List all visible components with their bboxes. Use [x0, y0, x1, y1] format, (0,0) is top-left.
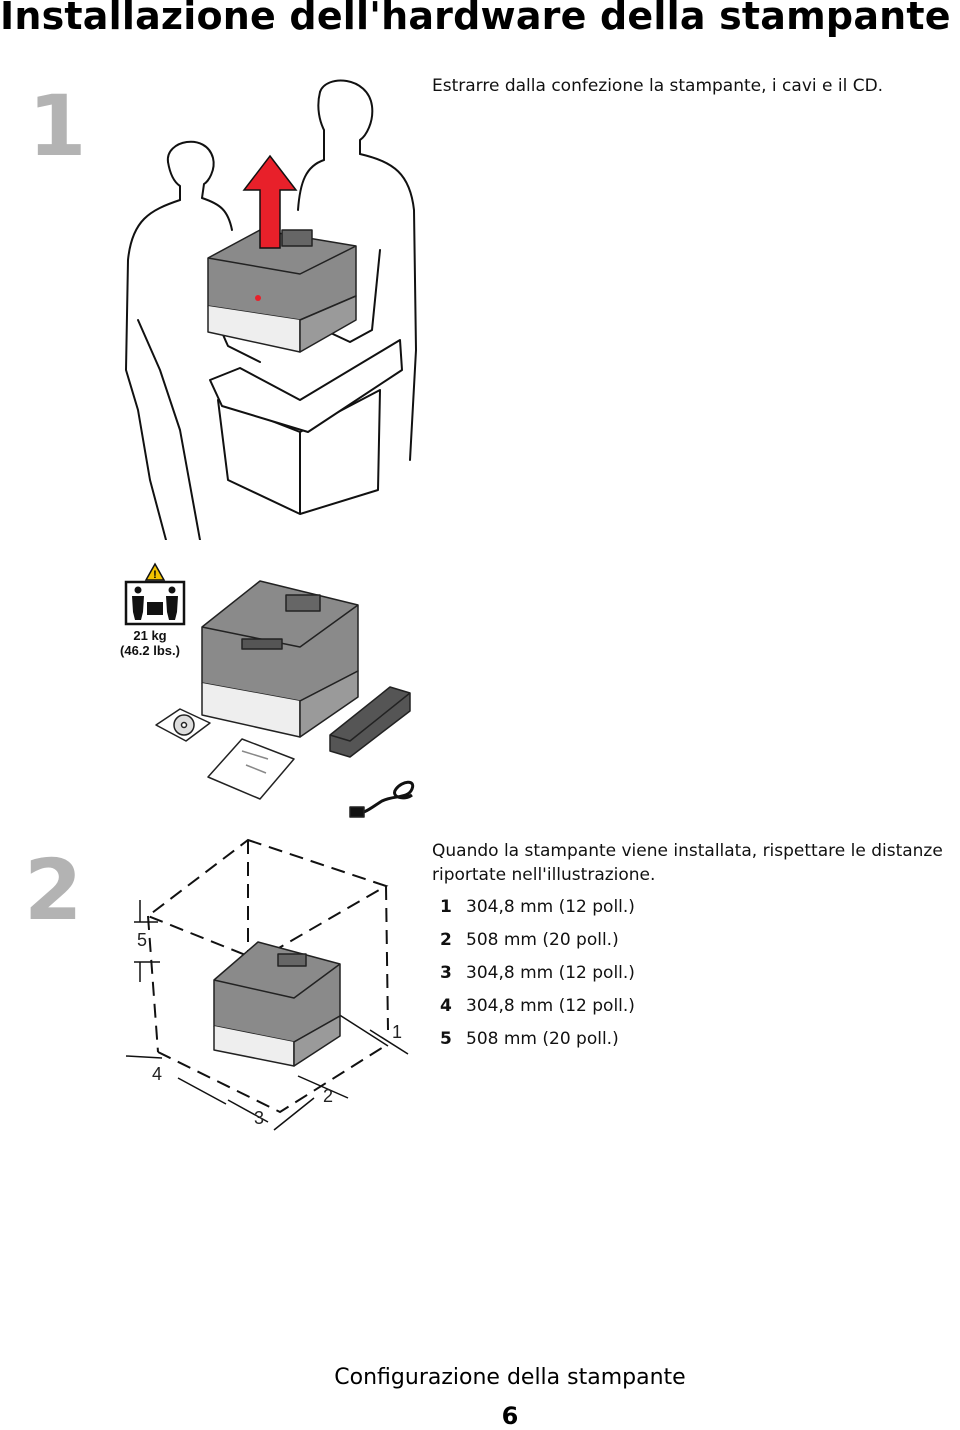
- clearance-value: 304,8 mm (12 poll.): [466, 996, 635, 1016]
- clearance-value: 304,8 mm (12 poll.): [466, 897, 635, 917]
- step-2-instruction-line1: Quando la stampante viene installata, ri…: [432, 841, 943, 861]
- weight-lbs: (46.2 lbs.): [120, 643, 180, 658]
- clearance-number: 4: [440, 996, 452, 1016]
- svg-text:!: !: [153, 569, 157, 581]
- step-2-instruction-line2: riportate nell'illustrazione.: [432, 865, 656, 885]
- clearance-value: 304,8 mm (12 poll.): [466, 963, 635, 983]
- lift-arrow-icon: [242, 154, 298, 249]
- unboxing-illustration: [125, 79, 417, 540]
- clearance-value: 508 mm (20 poll.): [466, 1029, 619, 1049]
- weight-kg: 21 kg: [133, 628, 167, 643]
- clearance-number: 3: [440, 963, 452, 983]
- clearance-item: 3 304,8 mm (12 poll.): [440, 961, 635, 994]
- clearance-item: 5 508 mm (20 poll.): [440, 1027, 635, 1060]
- step-1-number: 1: [28, 77, 87, 175]
- diagram-label-5: 5: [137, 930, 148, 950]
- page-number: 6: [501, 1402, 519, 1430]
- diagram-label-4: 4: [152, 1064, 163, 1084]
- diagram-label-2: 2: [323, 1086, 334, 1106]
- weight-label: 21 kg (46.2 lbs.): [120, 628, 180, 658]
- clearance-value: 508 mm (20 poll.): [466, 930, 619, 950]
- clearance-item: 1 304,8 mm (12 poll.): [440, 895, 635, 928]
- clearance-item: 2 508 mm (20 poll.): [440, 928, 635, 961]
- step-1-instruction: Estrarre dalla confezione la stampante, …: [432, 76, 884, 96]
- clearance-number: 5: [440, 1029, 452, 1049]
- page-title: Installazione dell'hardware della stampa…: [0, 0, 951, 38]
- diagram-label-1: 1: [392, 1022, 403, 1042]
- two-person-lift-warning-icon: !: [124, 562, 186, 626]
- clearance-item: 4 304,8 mm (12 poll.): [440, 994, 635, 1027]
- step-2-number: 2: [24, 841, 83, 939]
- clearance-number: 1: [440, 897, 452, 917]
- clearance-number: 2: [440, 930, 452, 950]
- footer-section-title: Configurazione della stampante: [334, 1365, 686, 1390]
- box-contents-illustration: [155, 580, 415, 818]
- clearance-diagram: [125, 838, 409, 1131]
- diagram-label-3: 3: [254, 1108, 265, 1128]
